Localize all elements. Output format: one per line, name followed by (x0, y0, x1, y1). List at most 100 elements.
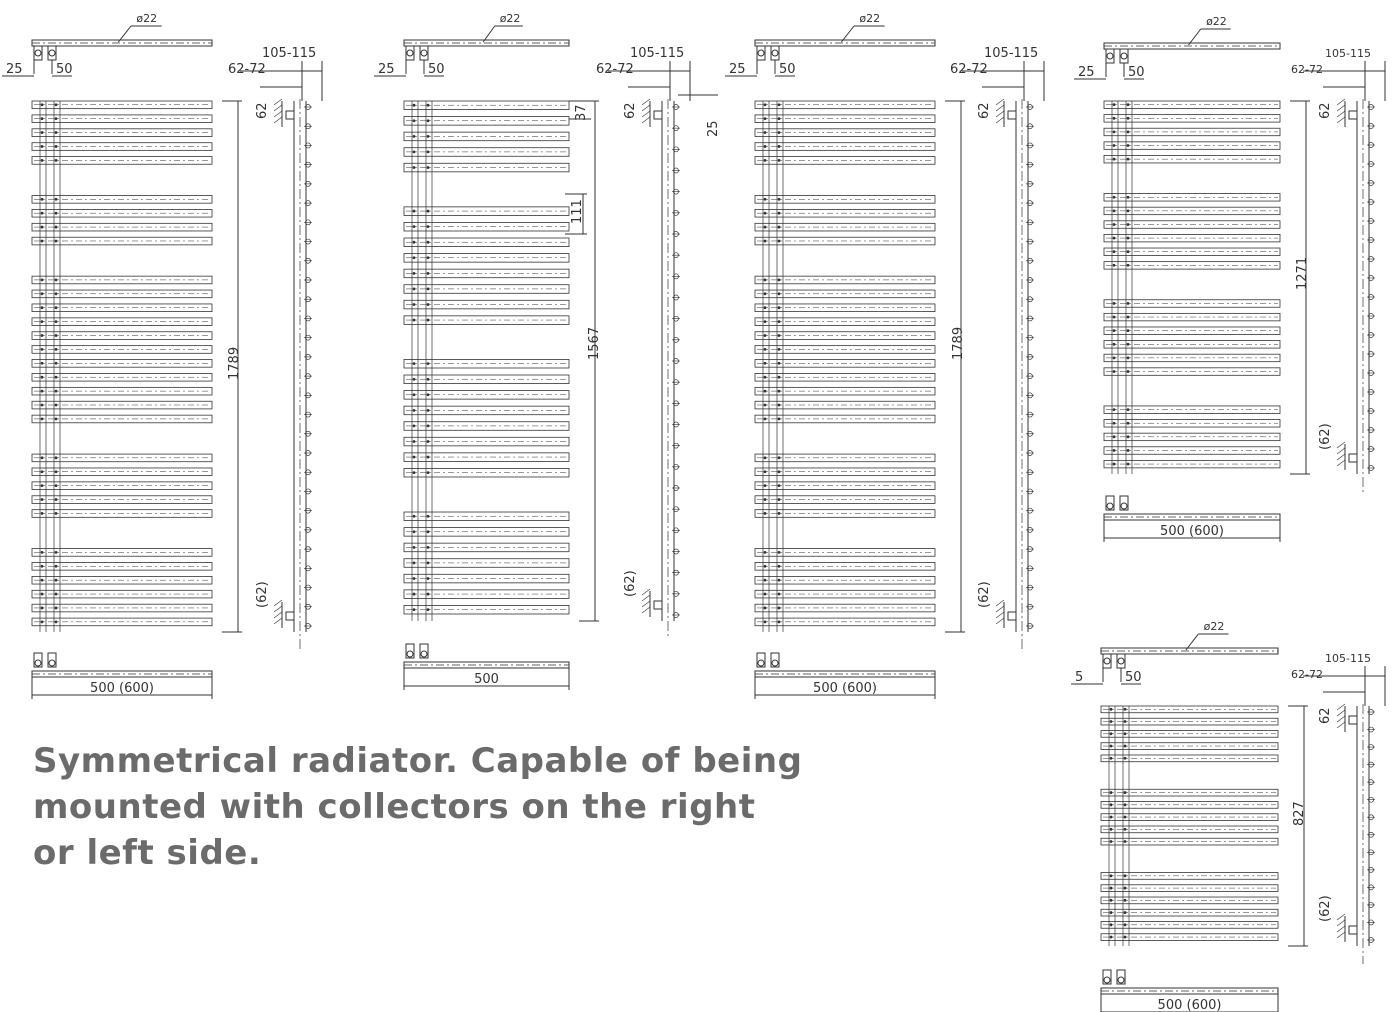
towel-bar (1103, 459, 1281, 469)
wall-bracket (1348, 715, 1358, 725)
towel-bar (403, 605, 570, 615)
bar-joint (426, 514, 430, 518)
towel-bar (754, 373, 936, 382)
bar-joint (1126, 130, 1130, 134)
bar-joint (412, 103, 416, 107)
wall-bracket (285, 110, 295, 120)
wall-hatch (273, 98, 283, 106)
bar-joint (763, 620, 767, 624)
bar-joint (1109, 707, 1113, 711)
bar-joint (40, 498, 44, 501)
bar-joint (763, 606, 767, 610)
diameter-label: ø22 (500, 12, 521, 25)
bar-joint (763, 278, 767, 282)
towel-bar (31, 275, 213, 285)
towel-bar (1100, 933, 1279, 941)
bar-joint (412, 377, 416, 381)
bracket-label: (62) (1318, 895, 1333, 922)
bar-joint (412, 287, 416, 291)
width-label: 500 (600) (1160, 524, 1224, 539)
wall-hatch (995, 605, 1005, 613)
bar-joint (763, 306, 767, 310)
bar-joint (1112, 263, 1116, 267)
wall-bracket (1348, 453, 1358, 463)
bar-joint (763, 320, 767, 324)
bar-joint (412, 271, 416, 275)
bar-joint (54, 278, 58, 282)
bar-joint (412, 561, 416, 565)
collector-valve-top (1105, 48, 1115, 64)
diameter-label: ø22 (859, 12, 880, 25)
bar-joint (763, 145, 767, 148)
bar-joint (1126, 449, 1130, 452)
bar-joint (1123, 840, 1127, 843)
bracket-label: 62 (1318, 707, 1333, 724)
bar-joint (1126, 195, 1130, 199)
bar-joint (40, 361, 44, 365)
bar-joint (40, 375, 44, 379)
bracket-range-label: 62-72 (228, 62, 266, 77)
towel-bar (31, 575, 213, 585)
towel-bar (754, 222, 936, 232)
collector-valve-bottom (47, 652, 57, 668)
towel-bar (403, 436, 570, 447)
wall-hatch (995, 98, 1005, 106)
collector-valve-ring (406, 49, 414, 57)
bar-joint (54, 145, 58, 148)
bar-joint (54, 239, 58, 243)
towel-bar (754, 303, 936, 312)
bracket-range-label: 62-72 (1291, 668, 1323, 681)
towel-bar (403, 268, 570, 279)
towel-bar (1103, 405, 1281, 414)
width-label: 500 (600) (813, 681, 877, 696)
bar-joint (763, 564, 767, 568)
towel-bar (1103, 326, 1281, 335)
towel-bar (31, 114, 213, 123)
towel-bar (403, 237, 570, 247)
bar-joint (426, 119, 430, 123)
towel-bar (403, 573, 570, 584)
bar-joint (426, 561, 430, 565)
caption-line-2: mounted with collectors on the right (33, 787, 756, 827)
bar-joint (54, 225, 58, 229)
towel-bar (403, 558, 570, 568)
bar-joint (40, 456, 44, 460)
bar-joint (777, 361, 781, 365)
towel-bar (403, 162, 570, 173)
collector-spacing-label: 50 (56, 62, 73, 77)
towel-bar (754, 481, 936, 490)
towel-bar (31, 400, 213, 410)
bar-joint (412, 240, 416, 244)
bar-joint (426, 408, 430, 412)
towel-bar (31, 562, 213, 571)
bar-joint (763, 470, 767, 474)
bar-joint (1126, 157, 1130, 161)
bar-joint (1112, 195, 1116, 199)
bar-joint (40, 131, 44, 134)
towel-bar (1100, 742, 1279, 750)
towel-bar (754, 128, 936, 137)
towel-bar (1100, 717, 1279, 726)
towel-bar (1103, 367, 1281, 376)
towel-bar (403, 100, 570, 110)
bar-joint (1123, 791, 1127, 794)
bar-joint (1109, 935, 1113, 939)
towel-bar (1103, 261, 1281, 270)
towel-bar (31, 617, 213, 627)
bar-joint (1109, 720, 1113, 723)
bar-joint (777, 375, 781, 379)
bar-joint (1112, 157, 1116, 161)
bar-joint (1109, 840, 1113, 843)
bar-joint (1112, 356, 1116, 360)
left-offset-label: 25 (729, 62, 746, 77)
bar-joint (426, 455, 430, 459)
bar-joint (1126, 435, 1130, 439)
bracket-label: (62) (623, 570, 638, 597)
towel-bar (31, 222, 213, 232)
towel-bar (1100, 921, 1279, 929)
towel-bar (31, 195, 213, 204)
caption-line-3: or left side. (33, 833, 262, 873)
bar-joint (777, 348, 781, 351)
